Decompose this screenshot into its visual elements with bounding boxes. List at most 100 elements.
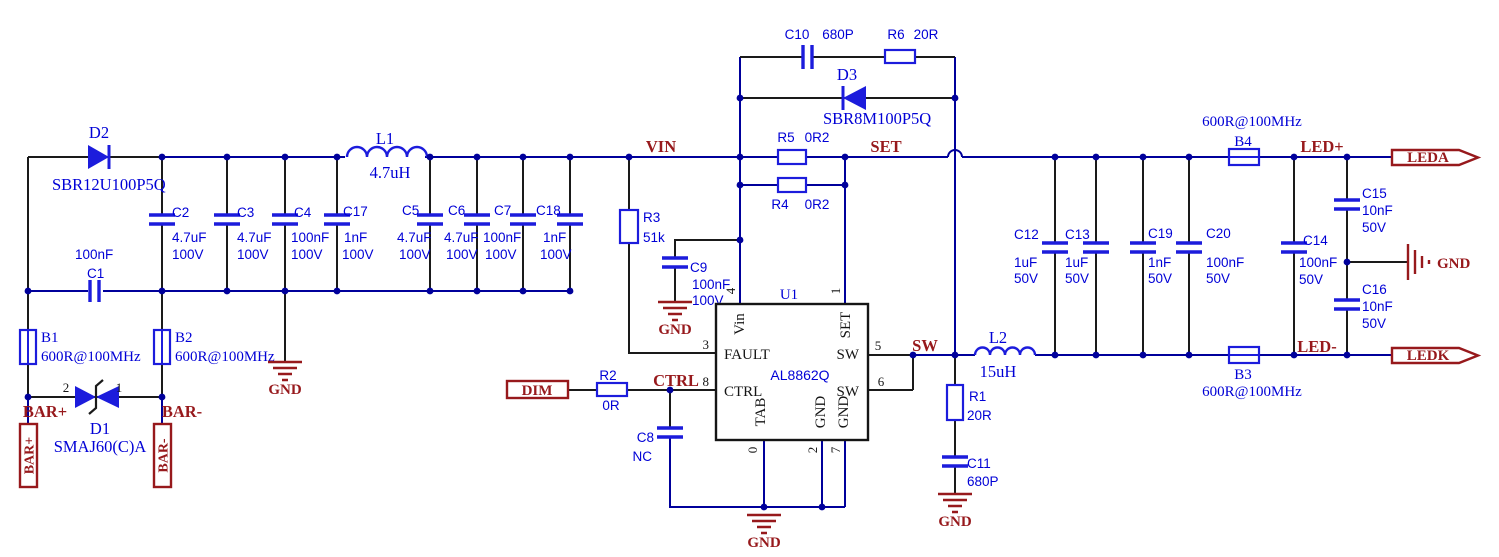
port-bar-pos: BAR+ bbox=[18, 422, 39, 489]
c20-volt: 50V bbox=[1206, 271, 1230, 286]
c11-value: 680P bbox=[967, 474, 999, 489]
c12-ref: C12 bbox=[1014, 227, 1039, 242]
r3-ref: R3 bbox=[643, 210, 660, 225]
d1-part: SMAJ60(C)A bbox=[54, 437, 147, 456]
c1-ref: C1 bbox=[87, 266, 104, 281]
resistor-R2: R2 0R bbox=[595, 368, 629, 413]
c2-ref: C2 bbox=[172, 205, 189, 220]
l2-ref: L2 bbox=[989, 328, 1007, 347]
capacitor-C12 bbox=[1042, 241, 1068, 254]
c14-volt: 50V bbox=[1299, 272, 1323, 287]
c1-value: 100nF bbox=[75, 247, 113, 262]
u1-pin-sw2-name: SW bbox=[837, 384, 860, 400]
resistor-R5: R5 0R2 bbox=[776, 130, 830, 166]
capacitor-C14 bbox=[1281, 241, 1307, 254]
c2-value: 4.7uF bbox=[172, 230, 207, 245]
c11-ref: C11 bbox=[967, 456, 991, 471]
gnd-symbol-c11: GND bbox=[938, 492, 972, 530]
capacitor-labels: 100nF C1 C2 4.7uF 100V C3 4.7uF 100V C4 … bbox=[75, 27, 1393, 489]
c7-value: 100nF bbox=[483, 230, 521, 245]
port-leda: LEDA bbox=[1390, 148, 1482, 167]
port-leda-label: LEDA bbox=[1407, 150, 1449, 166]
b1-ref: B1 bbox=[41, 330, 59, 346]
net-label-led-pos: LED+ bbox=[1300, 137, 1343, 156]
b2-value: 600R@100MHz bbox=[175, 349, 275, 365]
capacitor-C3 bbox=[214, 213, 240, 226]
gnd-symbols: GND GND GND GND GND bbox=[268, 244, 1471, 551]
u1-pin-gnd2-num: 7 bbox=[828, 446, 843, 453]
capacitor-C15 bbox=[1334, 198, 1360, 211]
b4-value: 600R@100MHz bbox=[1202, 114, 1302, 130]
c13-ref: C13 bbox=[1065, 227, 1090, 242]
diode-D3: D3 SBR8M100P5Q bbox=[823, 65, 931, 128]
c5-volt: 100V bbox=[399, 247, 431, 262]
port-bar-pos-label: BAR+ bbox=[23, 437, 38, 475]
capacitor-C16 bbox=[1334, 298, 1360, 311]
resistor-R1: R1 20R bbox=[945, 383, 992, 423]
c14-value: 100nF bbox=[1299, 255, 1337, 270]
u1-pin-sw1-num: 5 bbox=[875, 338, 882, 353]
d1-pin2: 2 bbox=[63, 380, 70, 395]
port-dim: DIM bbox=[505, 379, 570, 400]
u1-pin-ctrl-name: CTRL bbox=[724, 384, 762, 400]
d2-part: SBR12U100P5Q bbox=[52, 175, 166, 194]
resistor-R6: R6 20R bbox=[883, 27, 939, 65]
capacitor-C9 bbox=[662, 256, 688, 269]
capacitors bbox=[88, 45, 1360, 468]
diode-D2: D2 SBR12U100P5Q bbox=[52, 123, 166, 194]
c7-volt: 100V bbox=[485, 247, 517, 262]
r5-value: 0R2 bbox=[805, 130, 830, 145]
u1-pin-set-name: SET bbox=[838, 312, 854, 339]
r5-ref: R5 bbox=[777, 130, 794, 145]
u1-pin-vin-num: 4 bbox=[723, 287, 738, 294]
c19-value: 1nF bbox=[1148, 255, 1171, 270]
capacitor-C6 bbox=[464, 213, 490, 226]
lead-wires bbox=[27, 56, 1408, 494]
net-label-led-neg: LED- bbox=[1297, 337, 1336, 356]
u1-pin-vin-name: Vin bbox=[732, 313, 748, 335]
junction-dots bbox=[24, 94, 1351, 511]
c20-value: 100nF bbox=[1206, 255, 1244, 270]
bead-B4: 600R@100MHz B4 bbox=[1202, 114, 1302, 167]
u1-part: AL8862Q bbox=[770, 367, 829, 383]
gnd-symbol-ic: GND bbox=[747, 513, 781, 551]
u1-pin-gnd2-name: GND bbox=[836, 396, 852, 429]
u1-pin-fault-name: FAULT bbox=[724, 347, 770, 363]
b1-value: 600R@100MHz bbox=[41, 349, 141, 365]
c3-value: 4.7uF bbox=[237, 230, 272, 245]
gnd-label: GND bbox=[268, 382, 302, 398]
capacitor-C2 bbox=[149, 213, 175, 226]
tvs-diode-D1: 2 1 D1 SMAJ60(C)A bbox=[54, 379, 147, 456]
capacitor-C20 bbox=[1176, 241, 1202, 254]
c13-volt: 50V bbox=[1065, 271, 1089, 286]
d3-part: SBR8M100P5Q bbox=[823, 109, 931, 128]
c8-ref: C8 bbox=[637, 430, 654, 445]
gnd-label: GND bbox=[747, 535, 781, 551]
c18-ref: C18 bbox=[536, 203, 561, 218]
c16-ref: C16 bbox=[1362, 282, 1387, 297]
u1-pin-sw2-num: 6 bbox=[878, 374, 885, 389]
net-labels: VIN SET SW CTRL LED+ LED- BAR+ BAR- bbox=[23, 137, 1344, 421]
b4-ref: B4 bbox=[1234, 134, 1252, 150]
port-bar-neg: BAR- bbox=[152, 422, 173, 489]
c14-ref: C14 bbox=[1303, 233, 1328, 248]
c3-volt: 100V bbox=[237, 247, 269, 262]
c15-value: 10nF bbox=[1362, 203, 1393, 218]
gnd-label: GND bbox=[1437, 256, 1471, 272]
gnd-label: GND bbox=[658, 322, 692, 338]
gnd-label: GND bbox=[938, 514, 972, 530]
ic-U1: U1 AL8862Q Vin SET FAULT CTRL SW SW TAB … bbox=[703, 287, 885, 453]
c16-value: 10nF bbox=[1362, 299, 1393, 314]
c19-volt: 50V bbox=[1148, 271, 1172, 286]
resistor-R4: R4 0R2 bbox=[771, 176, 829, 212]
r6-ref: R6 bbox=[887, 27, 904, 42]
capacitor-C5 bbox=[417, 213, 443, 226]
c12-value: 1uF bbox=[1014, 255, 1037, 270]
c17-ref: C17 bbox=[343, 204, 368, 219]
l2-value: 15uH bbox=[980, 362, 1017, 381]
capacitor-C4 bbox=[272, 213, 298, 226]
port-ledk-label: LEDK bbox=[1407, 348, 1450, 364]
port-ledk: LEDK bbox=[1390, 346, 1482, 365]
net-label-set: SET bbox=[870, 137, 901, 156]
c7-ref: C7 bbox=[494, 203, 511, 218]
